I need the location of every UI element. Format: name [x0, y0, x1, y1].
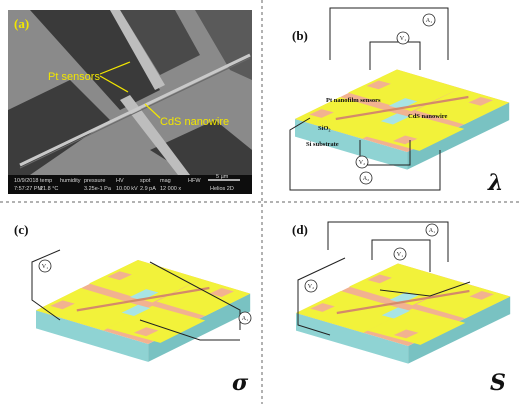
meter-d-v1 [393, 247, 407, 261]
meta-temp-header: temp [40, 178, 52, 184]
meta-spot: 2.9 pA [140, 186, 156, 192]
meta-date: 10/9/2018 [14, 178, 38, 184]
circuit-d-v1 [371, 239, 431, 272]
sio2-label: SiO₂ [318, 125, 330, 132]
pt-sensor-arrow-1 [99, 61, 131, 75]
circuit-c-v1 [31, 249, 61, 321]
svg-text:A₂: A₂ [363, 176, 369, 182]
pt-sensors-label: Pt sensors [48, 71, 100, 83]
meter-b-v2 [355, 155, 369, 169]
circuit-d-wire [379, 281, 471, 297]
nanowire-arrow [144, 103, 161, 119]
meta-hv-header: HV [116, 178, 124, 184]
meta-pressure: 3.25e-1 Pa [84, 186, 112, 192]
circuit-c-top [149, 261, 241, 330]
meter-b-a2 [359, 171, 373, 185]
meta-instrument: Helios 2D [210, 186, 234, 192]
svg-text:A₁: A₁ [429, 228, 435, 234]
svg-text:V₂: V₂ [308, 284, 314, 290]
meta-hv: 10.00 kV [116, 186, 138, 192]
meter-c-v1 [38, 259, 52, 273]
panel-c-label: (c) [14, 222, 28, 237]
circuit-d-v2 [297, 257, 346, 336]
panel-b-label: (b) [292, 28, 308, 43]
circuit-b-v1 [369, 41, 421, 70]
sem-metadata-bar [8, 175, 252, 194]
circuit-b-top [329, 7, 449, 60]
circuit-c-bottom [139, 319, 240, 341]
panel-b: (b) A₁ V₁ V₂ A₂ Pt nanofilm sensors CdS … [289, 7, 511, 196]
meta-pressure-header: pressure [84, 178, 105, 184]
seebeck-symbol: S [490, 370, 506, 396]
pt-sensor-arrow-2 [99, 75, 129, 93]
svg-text:V₁: V₁ [42, 264, 48, 270]
meter-b-v1 [396, 31, 410, 45]
meta-mag: 12 000 x [160, 186, 181, 192]
panel-a: 10/9/2018 7:57:27 PM temp 21.8 °C humidi… [8, 10, 252, 194]
meter-b-a1 [422, 13, 436, 27]
meter-d-v2 [304, 279, 318, 293]
panel-a-label: (a) [14, 16, 29, 31]
panel-d-label: (d) [292, 222, 308, 237]
pt-nanofilm-label: Pt nanofilm sensors [326, 97, 381, 104]
meta-spot-header: spot [140, 178, 151, 184]
svg-text:V₁: V₁ [400, 36, 406, 42]
lambda-symbol: λ [487, 170, 503, 196]
circuit-d-top [327, 221, 449, 262]
meta-temp: 21.8 °C [40, 186, 58, 192]
meta-humidity-header: humidity [60, 178, 81, 184]
panel-c: (c) V₁ A₁ σ [14, 222, 252, 396]
meta-mag-header: mag [160, 178, 171, 184]
meta-hfw-header: HFW [188, 178, 201, 184]
svg-text:A₁: A₁ [242, 316, 248, 322]
svg-text:V₂: V₂ [359, 160, 365, 166]
circuit-b-bottom [289, 117, 441, 191]
meter-d-a1 [425, 223, 439, 237]
panel-d: (d) A₁ V₁ V₂ S [292, 221, 512, 396]
cds-nanowire-label-b: CdS nanowire [408, 113, 448, 120]
meter-c-a1 [238, 311, 252, 325]
svg-text:V₁: V₁ [397, 252, 403, 258]
sigma-symbol: σ [232, 370, 249, 396]
meta-time: 7:57:27 PM [14, 186, 43, 192]
circuit-b-v2 [359, 140, 411, 166]
svg-text:A₁: A₁ [426, 18, 432, 24]
scale-label: 5 µm [216, 174, 229, 180]
si-substrate-label: Si substrate [306, 141, 339, 148]
cds-nanowire-label: CdS nanowire [160, 116, 229, 128]
